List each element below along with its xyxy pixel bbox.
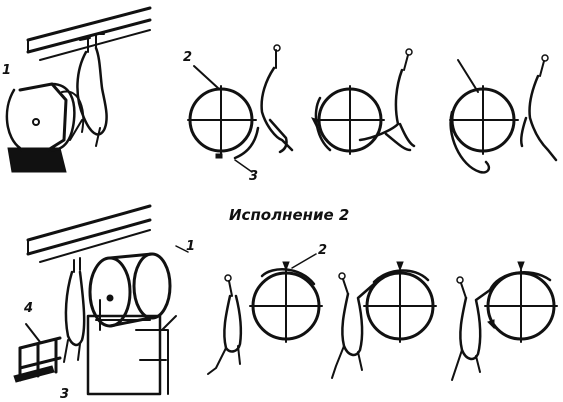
stand-bottom (13, 323, 62, 383)
stage-diagram-top-a: 2 3 (183, 44, 294, 184)
stage-diagram-top-b (311, 48, 416, 155)
hanging-carcass-top (69, 33, 108, 147)
variant-caption: Исполнение 2 (229, 206, 349, 224)
label-2-top: 2 (183, 50, 192, 65)
overhead-rail-top (26, 6, 152, 61)
stage-diagram-bottom-c (451, 261, 558, 381)
drum-machine-bottom (86, 252, 177, 396)
stage-diagram-top-c (449, 54, 558, 174)
stage-diagram-bottom-b (331, 261, 437, 379)
stage-diagram-bottom-a: 2 (207, 243, 327, 375)
hanging-carcass-bottom (63, 257, 86, 363)
label-3-bottom: 3 (60, 387, 69, 402)
upper-assembly: 1 (2, 6, 152, 173)
label-1-top: 1 (2, 63, 11, 78)
lower-assembly: 1 4 3 (13, 204, 195, 402)
overhead-rail-bottom (26, 204, 152, 263)
label-1-bottom: 1 (186, 239, 195, 254)
drum-machine-top (5, 82, 85, 173)
label-3-top: 3 (249, 169, 258, 184)
label-2-bottom: 2 (318, 243, 327, 258)
label-4-bottom: 4 (23, 301, 33, 316)
